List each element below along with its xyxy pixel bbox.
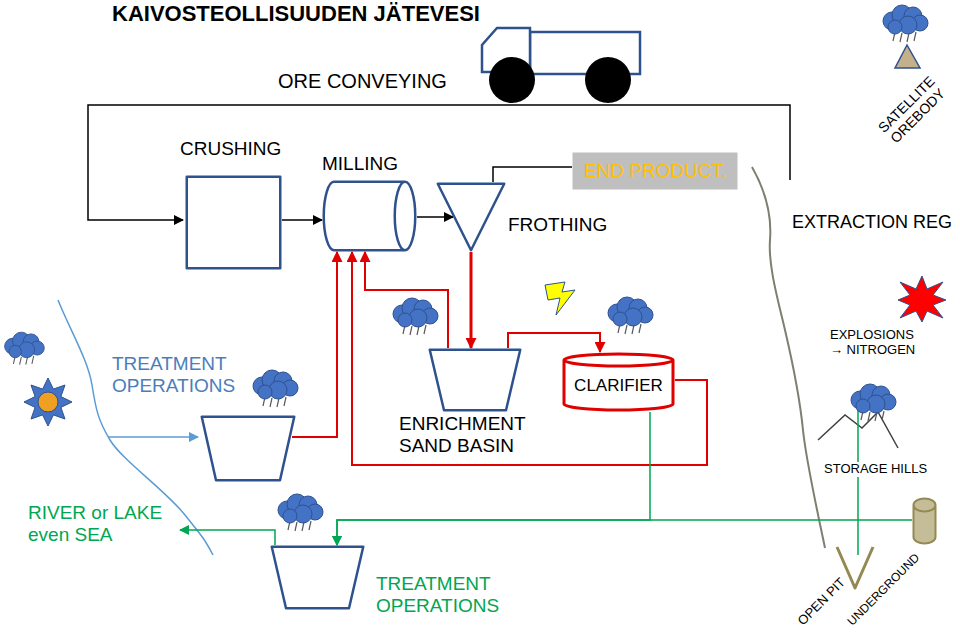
node-shape (324, 182, 415, 251)
node-outline (270, 545, 365, 610)
region-label: EXTRACTION REG (792, 212, 952, 233)
intake-arrow (108, 436, 198, 438)
node-label: ENRICHMENT SAND BASIN (399, 413, 539, 457)
node-shape (914, 499, 936, 544)
truck-icon (482, 28, 640, 103)
process-box: CRUSHING (185, 175, 282, 270)
satellite-triangle (895, 45, 920, 68)
flow-connector (365, 252, 448, 348)
node-shape (272, 547, 364, 609)
node-shape (187, 177, 281, 269)
flow-connector (292, 252, 337, 437)
node-label: TREATMENT OPERATIONS (376, 573, 516, 617)
mill-cylinder: MILLING (322, 180, 417, 252)
rain-cloud (393, 298, 438, 335)
node-outline (322, 180, 417, 252)
node-outline (436, 182, 506, 252)
node-label: END PRODUCT. (584, 160, 727, 182)
note-label: EXPLOSIONS → NITROGEN (830, 328, 922, 358)
node-label: CLARIFIER (574, 376, 663, 396)
node-label: MILLING (322, 153, 398, 175)
node-shape (564, 354, 673, 410)
treatment-basin: TREATMENT OPERATIONS (270, 545, 365, 610)
sun-icon (24, 378, 72, 426)
node-outline (185, 175, 282, 270)
node-outline (428, 348, 522, 412)
flow-connector (508, 333, 600, 352)
flow-connector (470, 252, 473, 348)
node-label: CRUSHING (180, 138, 281, 160)
rain-cloud (883, 5, 928, 42)
flow-connector (337, 520, 912, 545)
node-shape (573, 153, 738, 190)
sun-icon (38, 392, 58, 412)
flotation-cone: FROTHING (436, 182, 506, 252)
clarifier-tank: CLARIFIER (562, 352, 675, 412)
flow-connector (352, 252, 707, 465)
product-box: END PRODUCT. (572, 152, 738, 190)
discharge-arrow (180, 530, 275, 545)
flow-connector (337, 412, 650, 545)
rain-cloud (5, 332, 45, 365)
storage-label: STORAGE HILLS (822, 462, 929, 477)
rain-cloud (608, 297, 653, 334)
runoff-line (857, 405, 859, 555)
diagram-title: KAIVOSTEOLLISUUDEN JÄTEVESI (112, 1, 480, 26)
flow-connector (493, 167, 572, 182)
node-label: OPEN PIT (795, 575, 848, 628)
explosion-star (898, 276, 946, 322)
truck-wheel (489, 57, 535, 103)
node-outline (200, 415, 296, 482)
node-label: UNDERGROUND (845, 551, 923, 629)
flow-label: ORE CONVEYING (278, 70, 447, 93)
node-outline (912, 497, 937, 545)
flow-connector (417, 216, 453, 218)
rain-cloud (5, 5, 928, 531)
sand-basin: ENRICHMENT SAND BASIN (428, 348, 522, 412)
open-pit: OPEN PIT (835, 545, 875, 590)
underground-shaft: UNDERGROUND (912, 497, 937, 545)
truck-wheel (585, 57, 631, 103)
satellite-label: SATELLITE OREBODY (872, 70, 951, 149)
rain-cloud (851, 384, 896, 421)
flow-connector (282, 219, 322, 221)
sun-icon (24, 378, 72, 426)
node-shape (438, 184, 505, 251)
rain-cloud (278, 494, 323, 531)
node-label: TREATMENT OPERATIONS (112, 353, 252, 397)
node-shape (430, 350, 521, 411)
rain-cloud (253, 370, 298, 407)
receiving-water-label: RIVER or LAKE even SEA (28, 502, 176, 546)
node-label: FROTHING (508, 214, 607, 236)
lightning-bolt (545, 282, 575, 315)
node-shape (202, 417, 295, 481)
treatment-basin: TREATMENT OPERATIONS (200, 415, 296, 482)
